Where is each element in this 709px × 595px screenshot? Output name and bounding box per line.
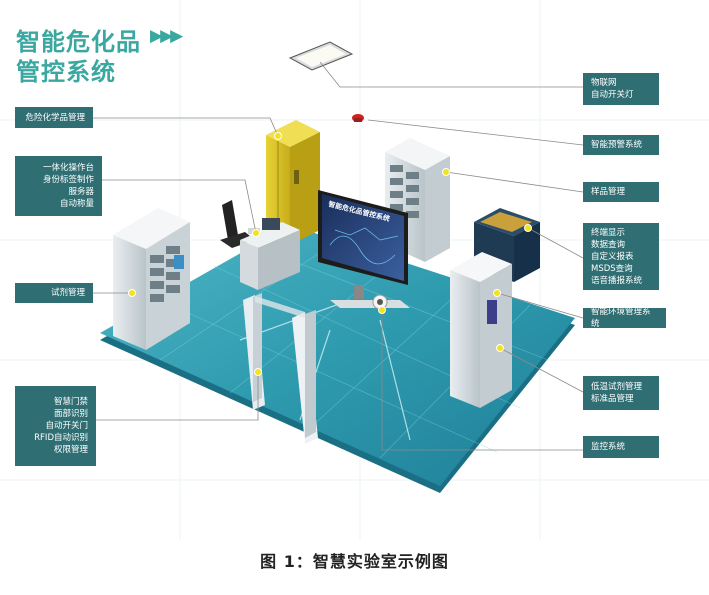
camera-icon — [372, 294, 388, 310]
label-text: 标准品管理 — [591, 394, 634, 404]
leader-lines — [93, 61, 584, 451]
diagram-title-line2: 管控系统 — [16, 58, 116, 86]
hazmat-cabinet — [266, 120, 320, 245]
label-alarm-system: 智能预警系统 — [583, 135, 659, 155]
ceiling-light-panel — [288, 41, 354, 71]
label-text: 自动称量 — [59, 199, 94, 209]
diagram-title-line1: 智能危化品 — [16, 28, 141, 56]
label-hazmat-mgmt: 危险化学品管理 — [15, 107, 93, 128]
label-text: 身份标签制作 — [42, 175, 94, 185]
reagent-cabinet — [113, 208, 190, 350]
display-screen — [318, 190, 410, 308]
label-text: 样品管理 — [591, 187, 626, 197]
label-terminal: 终端显示 数据查询 自定义报表 MSDS查询 语音播报系统 — [583, 223, 659, 290]
label-access-control: 智慧门禁 面部识别 自动开关门 RFID自动识别 权限管理 — [15, 386, 96, 466]
label-text: 物联网 — [591, 78, 617, 88]
figure-caption: 图 1：智慧实验室示例图 — [260, 552, 449, 571]
label-text: 自动开关门 — [45, 421, 88, 431]
label-text: MSDS查询 — [591, 263, 633, 274]
label-text: 智能预警系统 — [591, 140, 643, 150]
label-iot: 物联网 自动开关灯 — [583, 73, 659, 105]
label-sample-mgmt: 样品管理 — [583, 182, 659, 202]
label-text: 自动开关灯 — [591, 90, 634, 100]
label-text: 终端显示 — [591, 227, 626, 238]
label-workstation: 一体化操作台 身份标签制作 服务器 自动称量 — [15, 156, 102, 216]
label-text: 智慧门禁 — [53, 397, 88, 407]
label-text: 低温试剂管理 — [591, 382, 643, 392]
label-text: 权限管理 — [53, 445, 88, 455]
label-text: 试剂管理 — [50, 288, 85, 298]
label-text: RFID自动识别 — [34, 433, 88, 443]
label-text: 语音播报系统 — [591, 275, 643, 286]
callout-dots — [128, 132, 532, 376]
label-text: 数据查询 — [591, 239, 626, 250]
label-reagent-mgmt: 试剂管理 — [15, 283, 93, 303]
label-env-system: 智能环境管理系统 — [583, 307, 666, 329]
label-text: 自定义报表 — [591, 251, 634, 262]
title-arrows-icon: ▶▶▶ — [150, 26, 183, 46]
label-text: 监控系统 — [591, 442, 626, 452]
workstation-desk — [220, 200, 300, 290]
label-monitor-system: 监控系统 — [583, 436, 659, 458]
label-text: 服务器 — [68, 187, 94, 197]
label-text: 危险化学品管理 — [25, 112, 85, 123]
label-text: 一体化操作台 — [42, 163, 94, 173]
label-text: 智能环境管理系统 — [591, 307, 651, 329]
label-text: 面部识别 — [53, 409, 88, 419]
label-lowtemp-mgmt: 低温试剂管理 标准品管理 — [583, 376, 659, 410]
alarm-light — [352, 114, 364, 122]
low-temp-cabinet — [450, 252, 512, 408]
